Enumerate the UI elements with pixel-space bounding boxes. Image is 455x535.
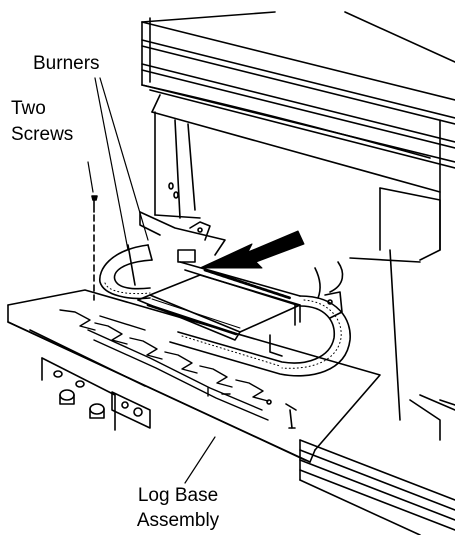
center-burner-pan xyxy=(127,211,343,341)
two-screws-label-line1: Two xyxy=(11,98,46,119)
burners-label: Burners xyxy=(33,53,100,74)
log-base-label-line1: Log Base xyxy=(137,485,219,506)
screw-icon xyxy=(91,195,98,301)
side-louver-panel xyxy=(299,399,455,535)
grate-bars xyxy=(59,309,269,421)
leader-lines xyxy=(87,77,216,484)
removal-arrow xyxy=(199,230,305,269)
fireplace-cabinet xyxy=(141,11,455,441)
log-base-label-line2: Assembly xyxy=(136,510,220,531)
log-base-tray xyxy=(7,289,381,463)
two-screws-label-line2: Screws xyxy=(11,124,74,145)
